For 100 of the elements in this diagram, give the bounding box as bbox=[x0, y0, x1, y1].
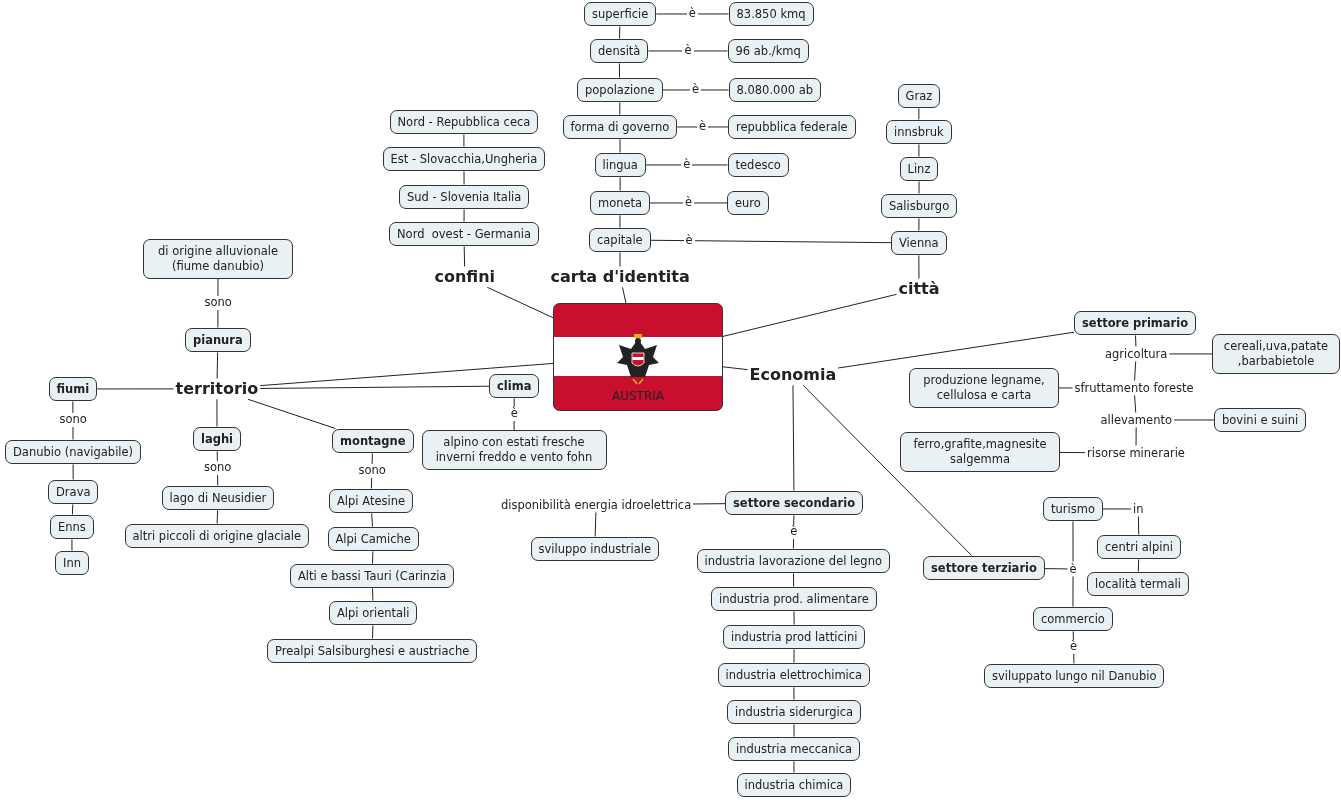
concept-box: industria prod latticini bbox=[723, 624, 866, 650]
concept-box: superficie bbox=[584, 1, 657, 27]
connector-line bbox=[1135, 334, 1137, 347]
connector-line bbox=[619, 101, 621, 115]
connector-line bbox=[463, 133, 465, 147]
connector-line bbox=[513, 397, 515, 431]
connector-line bbox=[793, 760, 795, 773]
concept-box: Vienna bbox=[891, 230, 947, 256]
flag-label: AUSTRIA bbox=[611, 389, 665, 405]
connector-line bbox=[619, 251, 621, 267]
concept-box: produzione legname, cellulosa e carta bbox=[909, 368, 1059, 408]
concept-box: popolazione bbox=[577, 77, 663, 103]
connector-line bbox=[918, 180, 920, 194]
connector-line bbox=[793, 610, 795, 625]
concept-box: Drava bbox=[48, 479, 99, 505]
connector-line bbox=[645, 164, 728, 166]
concept-box: di origine alluvionale (fiume danubio) bbox=[143, 239, 293, 279]
concept-box: Sud - Slovenia Italia bbox=[399, 184, 530, 210]
concept-box: pianura bbox=[185, 327, 251, 353]
connector-line bbox=[463, 208, 465, 222]
connector-line bbox=[1137, 558, 1140, 572]
connector-line bbox=[647, 50, 728, 52]
connector-line bbox=[216, 351, 219, 379]
connector-line bbox=[72, 463, 74, 480]
concept-box: repubblica federale bbox=[728, 114, 856, 140]
concept-box: montagne bbox=[332, 428, 414, 454]
connector-line bbox=[372, 550, 374, 564]
connector-line bbox=[1044, 568, 1068, 570]
concept-box: densità bbox=[590, 38, 649, 64]
connector-line bbox=[1072, 520, 1074, 562]
concept-box: commercio bbox=[1033, 606, 1113, 632]
connector-line bbox=[918, 254, 920, 279]
concept-box: cereali,uva,patate ,barbabietole bbox=[1212, 334, 1340, 374]
connector-line bbox=[722, 366, 748, 371]
connector-line bbox=[1102, 508, 1132, 510]
concept-box: altri piccoli di origine glaciale bbox=[124, 523, 310, 549]
connector-line bbox=[1173, 419, 1215, 421]
connector-line bbox=[259, 362, 554, 387]
connector-line bbox=[594, 511, 597, 537]
concept-box: clima bbox=[489, 373, 540, 399]
connector-line bbox=[1168, 353, 1213, 355]
connector-line bbox=[793, 686, 795, 700]
concept-box: industria meccanica bbox=[728, 736, 861, 762]
connector-line bbox=[621, 286, 627, 304]
concept-box: Nord - Repubblica ceca bbox=[389, 109, 539, 135]
connector-line bbox=[655, 13, 729, 15]
connector-line bbox=[216, 398, 218, 427]
connector-line bbox=[1137, 515, 1140, 535]
concept-box: settore secondario bbox=[725, 490, 864, 516]
concept-box: industria chimica bbox=[736, 772, 852, 798]
connector-line bbox=[619, 176, 621, 191]
concept-box: Alpi Camiche bbox=[327, 526, 419, 552]
connector-line bbox=[1058, 387, 1073, 389]
edge-label: sono bbox=[356, 463, 388, 478]
concept-box: settore terziario bbox=[923, 555, 1045, 581]
connector-line bbox=[1134, 394, 1137, 413]
connector-line bbox=[372, 587, 374, 601]
connector-line bbox=[619, 25, 621, 39]
connector-line bbox=[793, 723, 795, 737]
edge-label: è bbox=[1068, 640, 1080, 655]
connector-line bbox=[649, 202, 728, 204]
concept-box: Salisburgo bbox=[881, 193, 958, 219]
concept-box: innsbruk bbox=[886, 119, 952, 145]
concept-box: ferro,grafite,magnesite salgemma bbox=[900, 432, 1060, 472]
connector-line bbox=[1135, 426, 1137, 446]
connector-line bbox=[692, 503, 726, 505]
connector-line bbox=[71, 503, 74, 515]
connector-line bbox=[71, 538, 73, 551]
concept-box: Alpi orientali bbox=[329, 600, 418, 626]
concept-box: industria elettrochimica bbox=[717, 662, 871, 688]
concept-box: settore primario bbox=[1074, 310, 1197, 336]
linking-phrase: disponibilità energia idroelettrica bbox=[499, 497, 694, 513]
concept-box: Nord ovest - Germania bbox=[389, 221, 539, 247]
concept-box: Prealpi Salsiburghesi e austriache bbox=[267, 638, 478, 664]
connector-line bbox=[372, 624, 374, 639]
connector-line bbox=[918, 107, 920, 120]
connector-line bbox=[792, 572, 795, 587]
linking-phrase: agricoltura bbox=[1103, 346, 1170, 362]
connector-line bbox=[1134, 360, 1137, 381]
concept-box: località termali bbox=[1087, 571, 1189, 597]
concept-box: alpino con estati fresche inverni freddo e vento fohn bbox=[421, 430, 607, 470]
concept-box: Alpi Atesine bbox=[329, 488, 413, 514]
concept-box: Danubio (navigabile) bbox=[5, 439, 142, 465]
connector-line bbox=[619, 138, 621, 153]
connector-line bbox=[247, 398, 336, 429]
connector-line bbox=[619, 214, 621, 228]
concept-box: industria prod. alimentare bbox=[711, 586, 877, 612]
concept-box: tedesco bbox=[727, 152, 789, 178]
connector-line bbox=[792, 384, 795, 491]
connector-line bbox=[486, 286, 554, 319]
concept-box: 83.850 kmq bbox=[728, 1, 814, 27]
concept-box: Est - Slovacchia,Ungheria bbox=[382, 146, 546, 172]
edge-label: sono bbox=[57, 413, 89, 428]
connector-line bbox=[216, 509, 219, 524]
concept-box: lago di Neusidier bbox=[161, 485, 275, 511]
connector-line bbox=[618, 62, 621, 78]
connector-line bbox=[722, 293, 897, 337]
concept-box: Graz bbox=[897, 83, 941, 109]
concept-box: bovini e suini bbox=[1214, 407, 1307, 433]
connector-line bbox=[1059, 451, 1086, 454]
